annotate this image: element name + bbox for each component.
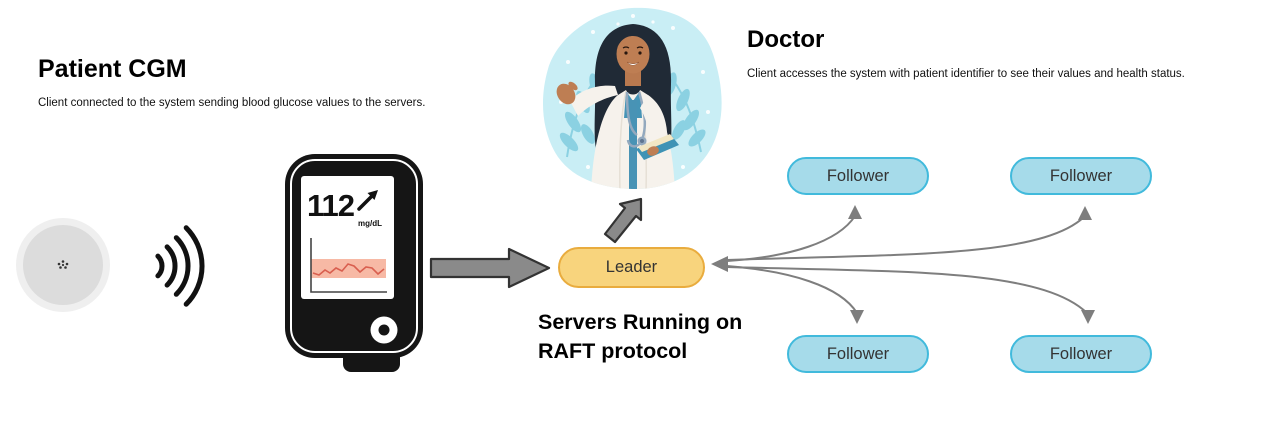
glucose-mini-chart: [310, 238, 387, 293]
wireless-signal-icon: [155, 225, 205, 307]
device-to-leader-arrow: [429, 247, 551, 289]
snow-dots: [559, 14, 710, 169]
leader-to-doctor-arrow: [603, 197, 643, 244]
smile: [626, 61, 640, 66]
glucose-meter-device: 112 mg/dL: [285, 154, 423, 372]
follower-node-bottom-right: Follower: [1010, 335, 1152, 373]
patient-cgm-title: Patient CGM: [38, 55, 187, 83]
leader-to-follower-br: [726, 266, 1088, 314]
hair-fringe: [616, 28, 650, 50]
doctor-illustration: [542, 7, 722, 190]
follower-label: Follower: [826, 166, 890, 185]
trend-up-icon: [357, 190, 378, 211]
arrowhead-leader: [711, 256, 728, 272]
arrowhead-follower-br: [1081, 310, 1095, 324]
leader-label: Leader: [605, 258, 658, 276]
raised-arm: [570, 85, 618, 116]
raised-hand: [556, 83, 576, 105]
raft-caption: Servers Running on RAFT protocol: [538, 308, 742, 366]
face: [616, 34, 650, 74]
patient-cgm-description: Client connected to the system sending b…: [38, 97, 426, 109]
book-hand: [647, 146, 659, 156]
leader-to-follower-bl: [726, 265, 858, 314]
follower-label: Follower: [1049, 344, 1113, 363]
cgm-sensor-icon: [16, 218, 110, 312]
arrowhead-follower-bl: [850, 310, 864, 324]
follower-node-top-left: Follower: [787, 157, 929, 195]
raft-caption-line1: Servers Running on: [538, 310, 743, 334]
follower-node-bottom-left: Follower: [787, 335, 929, 373]
leader-to-follower-tl: [726, 215, 856, 262]
doctor-figure: [556, 24, 679, 190]
book-arm: [640, 95, 667, 140]
follower-node-top-right: Follower: [1010, 157, 1152, 195]
follower-label: Follower: [1049, 166, 1113, 185]
book-pages: [638, 134, 674, 152]
doctor-title: Doctor: [747, 26, 825, 53]
leader-to-follower-tr: [726, 216, 1085, 261]
glucose-unit: mg/dL: [358, 219, 382, 228]
chart-axes: [310, 238, 387, 293]
leader-node: Leader: [558, 247, 705, 288]
raft-caption-line2: RAFT protocol: [538, 339, 688, 363]
glucose-sparkline: [312, 263, 385, 276]
glucose-reading: 112: [307, 188, 354, 223]
doctor-description: Client accesses the system with patient …: [747, 68, 1185, 80]
glucose-target-band: [311, 259, 386, 278]
follower-label: Follower: [826, 344, 890, 363]
arrowhead-follower-tr: [1078, 206, 1092, 220]
arrowhead-follower-tl: [848, 205, 862, 219]
